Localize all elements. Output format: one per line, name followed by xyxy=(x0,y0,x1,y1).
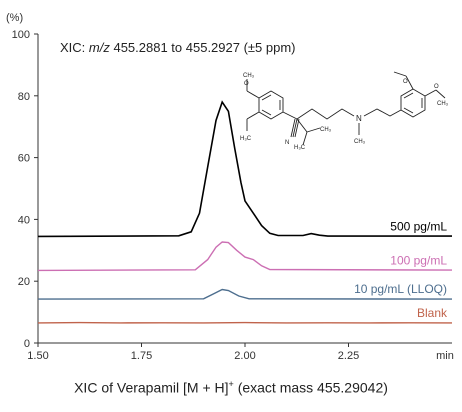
isopropyl-methyl-2 xyxy=(303,132,307,145)
nitrile-bond-3 xyxy=(295,119,299,137)
isopropyl-methyl-1 xyxy=(307,128,320,132)
struct-label-nitrile-n: N xyxy=(285,140,289,146)
right-methoxy-chain-2 xyxy=(436,90,445,98)
series-label-3: Blank xyxy=(417,306,448,320)
chart-caption: XIC of Verapamil [M + H]+ (exact mass 45… xyxy=(0,379,462,396)
y-tick-label-20: 20 xyxy=(18,276,30,288)
series-label-0: 500 pg/mL xyxy=(390,219,447,233)
left-methoxy-bond-bottom xyxy=(247,112,259,119)
xic-annotation-prefix: XIC: xyxy=(60,40,89,55)
xic-annotation-suffix: 455.2881 to 455.2927 (±5 ppm) xyxy=(110,40,296,55)
verapamil-structure: O CH₃ H₃C N CH₃ N H₃C CH₃ O O CH₃ xyxy=(240,72,449,151)
struct-label-h3c-bottom: H₃C xyxy=(294,145,306,151)
x-tick-label-1.75: 1.75 xyxy=(131,350,152,362)
right-methoxy-bond-2 xyxy=(425,90,436,96)
x-unit-label: min xyxy=(436,350,454,362)
left-methoxy-bond-top xyxy=(247,91,259,98)
ring-to-quaternary xyxy=(283,112,297,119)
caption-tail: (exact mass 455.29042) xyxy=(234,380,388,396)
struct-label-amine-n: N xyxy=(356,114,362,123)
x-tick-label-2.25: 2.25 xyxy=(338,350,359,362)
x-tick-label-2.00: 2.00 xyxy=(234,350,255,362)
struct-label-n-ch3: CH₃ xyxy=(354,139,366,145)
x-tick-label-1.50: 1.50 xyxy=(27,350,48,362)
struct-label-ch3-right: CH₃ xyxy=(437,101,449,107)
ethyl-chain xyxy=(364,109,401,116)
struct-label-o-right-1: O xyxy=(403,79,408,85)
series-line-0 xyxy=(38,102,452,236)
nitrile-bond-1 xyxy=(293,119,297,137)
xic-annotation-italic: m/z xyxy=(89,40,110,55)
xic-annotation: XIC: m/z 455.2881 to 455.2927 (±5 ppm) xyxy=(60,40,296,55)
struct-label-o-right-2: O xyxy=(434,84,439,90)
caption-main: XIC of Verapamil [M + H] xyxy=(74,380,228,396)
isopropyl-bond xyxy=(297,119,307,132)
y-tick-label-80: 80 xyxy=(18,91,30,103)
y-tick-label-40: 40 xyxy=(18,214,30,226)
struct-label-isopropyl-ch3: CH₃ xyxy=(320,127,332,133)
y-tick-label-0: 0 xyxy=(24,338,30,350)
y-unit-label: (%) xyxy=(6,12,23,24)
series-label-2: 10 pg/mL (LLOQ) xyxy=(354,282,447,296)
struct-label-ch3-top-left: CH₃ xyxy=(243,73,255,79)
y-tick-label-60: 60 xyxy=(18,153,30,165)
y-tick-label-100: 100 xyxy=(12,29,30,41)
propyl-chain xyxy=(297,109,354,119)
struct-label-o-top-left: O xyxy=(244,81,249,87)
struct-label-h3c-bottom-left: H₃C xyxy=(240,136,252,142)
nitrile-bond-2 xyxy=(291,119,295,137)
right-methoxy-chain-1 xyxy=(394,72,406,76)
series-label-1: 100 pg/mL xyxy=(390,253,447,267)
